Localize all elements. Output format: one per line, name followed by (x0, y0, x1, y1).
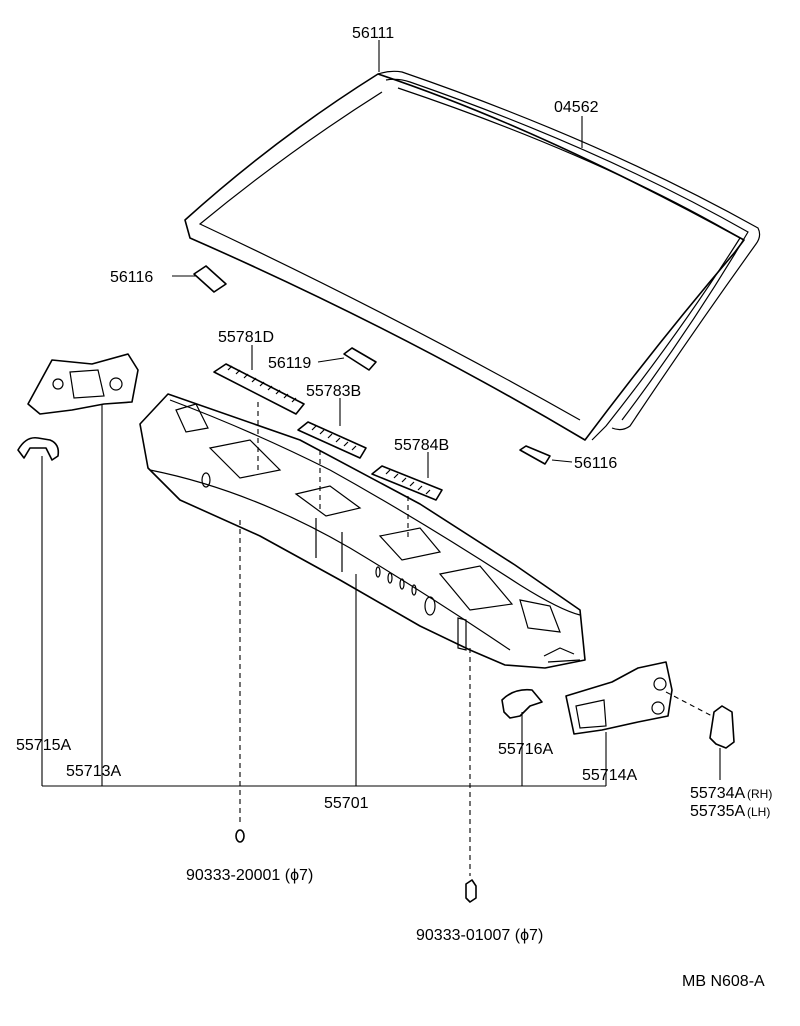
label-55713a: 55713A (66, 763, 121, 780)
label-55716a: 55716A (498, 741, 553, 758)
bracket-55713a (27, 353, 139, 415)
spacer-right (519, 445, 551, 465)
label-04562: 04562 (554, 99, 599, 116)
label-90333-01007: 90333-01007 (ϕ7) (416, 927, 543, 944)
spacer-left (193, 265, 227, 293)
cowl-louver-55784b (371, 465, 443, 501)
bracket-55716a (501, 688, 543, 719)
label-55734a-note: (RH) (747, 787, 772, 801)
cowl-louver-55783b (297, 421, 367, 459)
windshield-glass (184, 73, 745, 441)
label-56116-left: 56116 (110, 269, 153, 286)
spacer-center (343, 347, 377, 371)
label-90333-20001: 90333-20001 (ϕ7) (186, 867, 313, 884)
label-56116-right: 56116 (574, 455, 617, 472)
label-55781d: 55781D (218, 329, 274, 346)
label-55714a: 55714A (582, 767, 637, 784)
label-55715a: 55715A (16, 737, 71, 754)
label-56119: 56119 (268, 355, 311, 372)
label-55784b: 55784B (394, 437, 449, 454)
bracket-55715a (17, 436, 60, 461)
diagram-code: MB N608-A (682, 973, 765, 990)
label-56111: 56111 (352, 25, 394, 42)
plug-90333-01007 (465, 879, 477, 903)
label-55735a: 55735A (690, 803, 745, 820)
windshield-molding (377, 70, 761, 441)
leader-lines (41, 40, 721, 787)
grommet-55734a (709, 705, 735, 749)
bracket-55714a (565, 661, 673, 735)
label-55783b: 55783B (306, 383, 361, 400)
label-55735a-note: (LH) (747, 805, 770, 819)
cowl-top-panel (139, 393, 586, 669)
label-55701: 55701 (324, 795, 369, 812)
label-55734a: 55734A (690, 785, 745, 802)
cowl-louver-55781d (213, 363, 305, 415)
plug-90333-20001 (235, 829, 245, 843)
dashed-leaders (239, 402, 713, 876)
